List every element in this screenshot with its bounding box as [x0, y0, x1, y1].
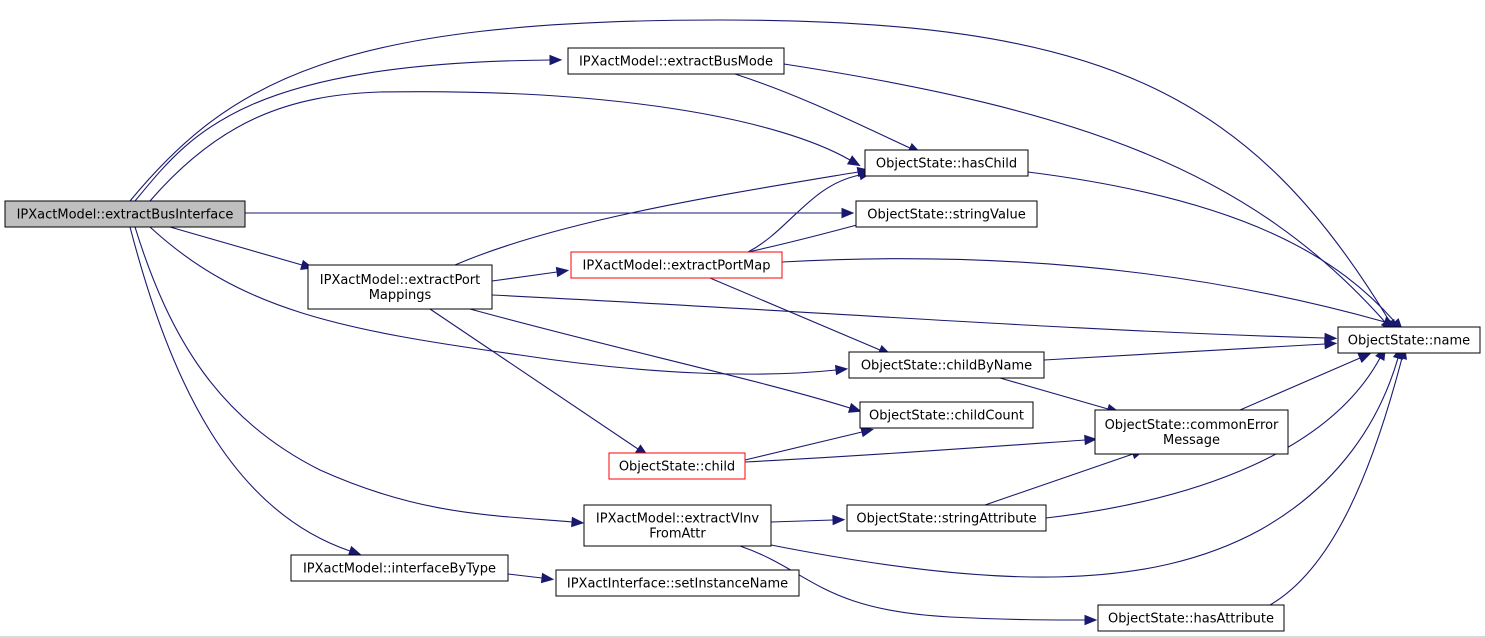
arrowhead — [860, 427, 874, 438]
edge-extractVlnvFromAttr-to-stringAttribute — [770, 514, 846, 526]
edge-stringAttribute-to-commonErrorMessage — [984, 449, 1145, 506]
edge-extractBusInterface-to-extractPortMappings — [169, 226, 314, 270]
edge-extractPortMap-to-name — [781, 258, 1397, 327]
node-label: FromAttr — [649, 527, 706, 542]
edge-extractPortMappings-to-childCount — [469, 308, 862, 413]
node-extractPortMap[interactable]: IPXactModel::extractPortMap — [570, 251, 783, 279]
node-stringValue[interactable]: ObjectState::stringValue — [855, 200, 1038, 228]
arrowhead — [834, 364, 849, 376]
arrowhead — [1084, 614, 1098, 626]
edge-extractPortMappings-to-child — [429, 308, 649, 456]
node-interfaceByType[interactable]: IPXactModel::interfaceByType — [290, 554, 509, 582]
nodes-layer: IPXactModel::extractBusInterfaceIPXactMo… — [4, 47, 1481, 632]
arrowhead — [1383, 316, 1397, 327]
node-label: IPXactModel::extractPort — [320, 273, 480, 288]
edge-extractBusInterface-to-extractBusMode — [134, 54, 563, 202]
node-name[interactable]: ObjectState::name — [1337, 326, 1481, 354]
node-label: ObjectState::childByName — [861, 359, 1032, 374]
node-label: Message — [1163, 433, 1220, 448]
edge-extractBusInterface-to-stringValue — [245, 207, 855, 219]
footer-divider — [0, 636, 1485, 638]
node-label: IPXactModel::extractBusInterface — [17, 208, 234, 223]
node-label: IPXactModel::extractPortMap — [583, 259, 771, 274]
node-label: ObjectState::child — [619, 460, 735, 475]
node-label: IPXactModel::interfaceByType — [303, 562, 496, 577]
arrowhead — [832, 514, 846, 526]
arrowhead — [549, 54, 563, 66]
edge-extractBusInterface-to-extractVlnvFromAttr — [134, 226, 585, 528]
node-child[interactable]: ObjectState::child — [608, 452, 746, 480]
arrowhead — [571, 516, 585, 528]
node-extractBusMode[interactable]: IPXactModel::extractBusMode — [567, 47, 785, 75]
node-childByName[interactable]: ObjectState::childByName — [848, 351, 1045, 379]
arrowhead — [1324, 338, 1338, 350]
node-label: ObjectState::hasChild — [876, 157, 1017, 172]
node-stringAttribute[interactable]: ObjectState::stringAttribute — [846, 504, 1047, 532]
node-label: ObjectState::stringAttribute — [856, 512, 1036, 527]
node-label: ObjectState::commonError — [1105, 418, 1279, 433]
node-label: Mappings — [369, 288, 432, 303]
edge-interfaceByType-to-setInstanceName — [507, 572, 555, 584]
edges-layer — [129, 19, 1407, 626]
node-label: ObjectState::name — [1348, 334, 1470, 349]
edge-child-to-commonErrorMessage — [744, 434, 1098, 463]
edge-extractVlnvFromAttr-to-hasAttribute — [739, 545, 1098, 626]
arrowhead — [555, 266, 570, 278]
arrowhead — [847, 402, 862, 413]
arrowhead — [846, 155, 861, 167]
node-childCount[interactable]: ObjectState::childCount — [859, 401, 1034, 429]
edge-commonErrorMessage-to-name — [1239, 353, 1372, 411]
arrowhead — [1084, 434, 1098, 446]
edge-childByName-to-name — [1043, 338, 1338, 361]
node-extractBusInterface[interactable]: IPXactModel::extractBusInterface — [4, 200, 246, 228]
node-label: IPXactModel::extractVlnv — [596, 512, 759, 527]
edge-hasAttribute-to-name — [1269, 346, 1407, 606]
edge-extractPortMappings-to-name — [491, 294, 1338, 344]
edge-extractBusInterface-to-hasChild — [149, 91, 861, 202]
edge-extractPortMap-to-hasChild — [747, 169, 873, 253]
edge-extractVlnvFromAttr-to-name — [770, 346, 1403, 578]
node-hasChild[interactable]: ObjectState::hasChild — [864, 149, 1029, 177]
edge-extractPortMappings-to-extractPortMap — [491, 266, 570, 282]
arrowhead — [841, 207, 855, 219]
node-hasAttribute[interactable]: ObjectState::hasAttribute — [1097, 604, 1285, 632]
edge-child-to-childCount — [744, 427, 874, 461]
edge-extractBusMode-to-hasChild — [734, 73, 922, 154]
arrowhead — [1357, 353, 1372, 364]
edge-extractBusMode-to-name — [783, 63, 1394, 332]
edge-extractPortMappings-to-hasChild — [454, 166, 871, 266]
node-label: ObjectState::childCount — [869, 409, 1024, 424]
node-label: ObjectState::stringValue — [867, 208, 1026, 223]
node-label: ObjectState::hasAttribute — [1108, 612, 1274, 627]
node-label: IPXactModel::extractBusMode — [579, 55, 773, 70]
edge-hasChild-to-name — [1027, 171, 1404, 332]
edge-extractBusInterface-to-childByName — [149, 226, 849, 376]
arrowhead — [347, 545, 362, 556]
node-label: IPXactInterface::setInstanceName — [567, 577, 788, 592]
node-setInstanceName[interactable]: IPXactInterface::setInstanceName — [555, 569, 800, 597]
arrowhead — [540, 572, 555, 584]
